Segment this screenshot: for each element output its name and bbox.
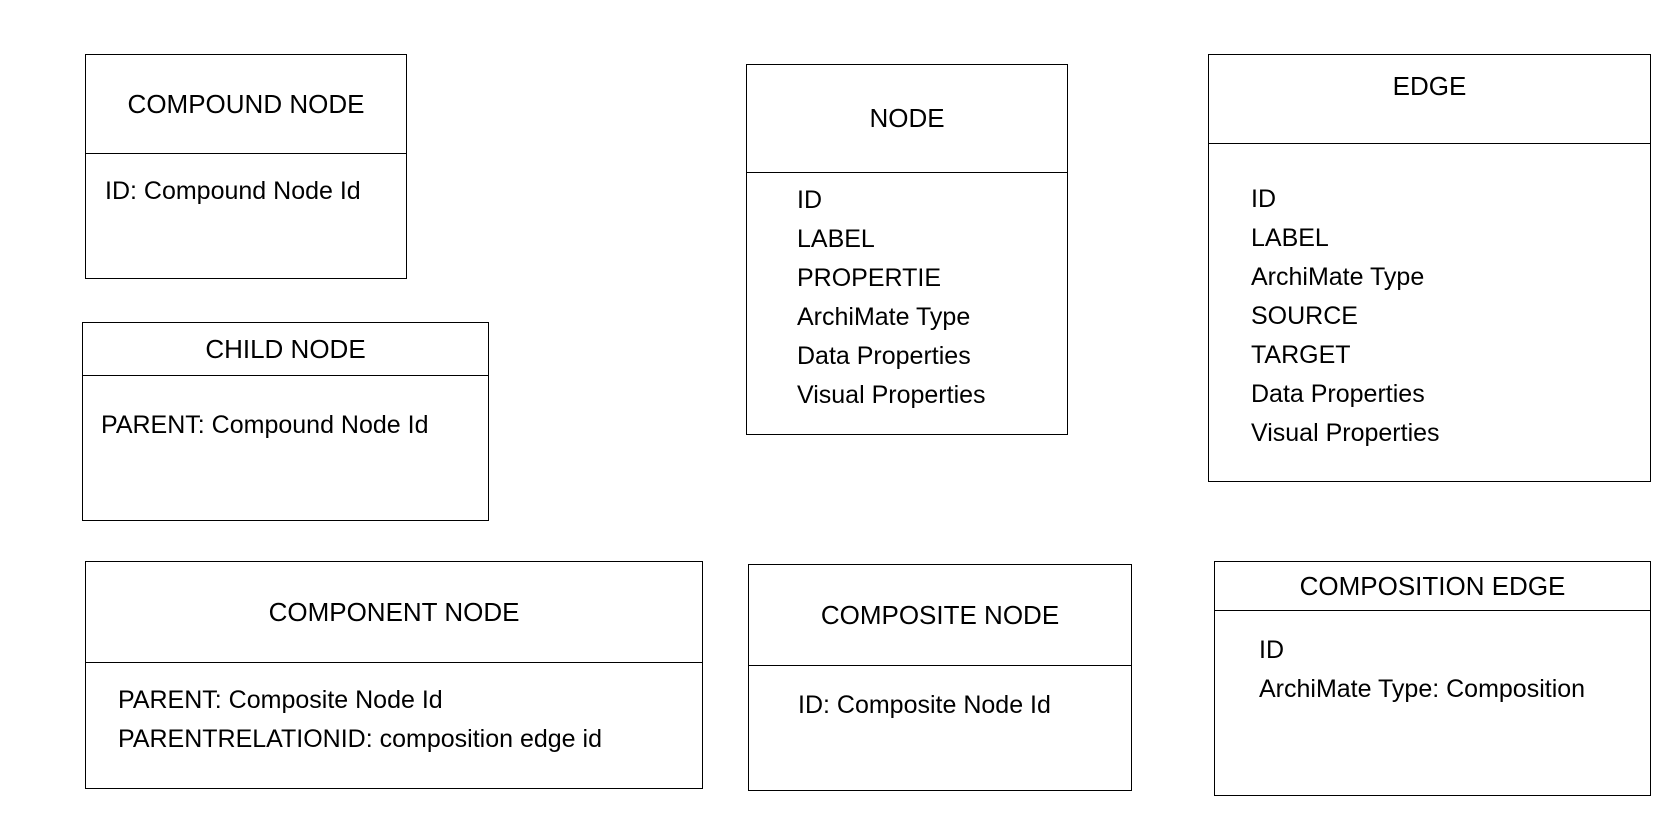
composition-edge-attributes: ID ArchiMate Type: Composition (1215, 611, 1650, 709)
edge-attr-source: SOURCE (1251, 302, 1358, 330)
node-box: NODE ID LABEL PROPERTIE ArchiMate Type D… (746, 64, 1068, 435)
edge-attr-target: TARGET (1251, 341, 1351, 369)
edge-attr-data-properties: Data Properties (1251, 380, 1425, 408)
node-attr-archimate-type: ArchiMate Type (797, 303, 971, 331)
node-attr-id: ID (797, 186, 822, 214)
node-attributes: ID LABEL PROPERTIE ArchiMate Type Data P… (747, 173, 1067, 415)
compound-node-attributes: ID: Compound Node Id (86, 154, 406, 211)
composite-node-title: COMPOSITE NODE (749, 565, 1131, 666)
composition-edge-box: COMPOSITION EDGE ID ArchiMate Type: Comp… (1214, 561, 1651, 796)
component-node-attr-parentrelationid: PARENTRELATIONID: composition edge id (118, 725, 602, 753)
compound-node-box: COMPOUND NODE ID: Compound Node Id (85, 54, 407, 279)
compound-node-attr-id: ID: Compound Node Id (105, 177, 361, 205)
component-node-attr-parent: PARENT: Composite Node Id (118, 686, 443, 714)
component-node-box: COMPONENT NODE PARENT: Composite Node Id… (85, 561, 703, 789)
composition-edge-title: COMPOSITION EDGE (1215, 562, 1650, 611)
composite-node-attributes: ID: Composite Node Id (749, 666, 1131, 725)
compound-node-title: COMPOUND NODE (86, 55, 406, 154)
edge-attributes: ID LABEL ArchiMate Type SOURCE TARGET Da… (1209, 144, 1650, 453)
node-attr-label: LABEL (797, 225, 875, 253)
composite-node-box: COMPOSITE NODE ID: Composite Node Id (748, 564, 1132, 791)
edge-attr-archimate-type: ArchiMate Type (1251, 263, 1425, 291)
composition-edge-attr-id: ID (1259, 636, 1284, 664)
edge-attr-visual-properties: Visual Properties (1251, 419, 1440, 447)
edge-attr-id: ID (1251, 185, 1276, 213)
child-node-box: CHILD NODE PARENT: Compound Node Id (82, 322, 489, 521)
edge-box: EDGE ID LABEL ArchiMate Type SOURCE TARG… (1208, 54, 1651, 482)
child-node-title: CHILD NODE (83, 323, 488, 376)
edge-attr-label: LABEL (1251, 224, 1329, 252)
composition-edge-attr-archimate-type: ArchiMate Type: Composition (1259, 675, 1586, 703)
child-node-attr-parent: PARENT: Compound Node Id (101, 411, 429, 439)
component-node-title: COMPONENT NODE (86, 562, 702, 663)
child-node-attributes: PARENT: Compound Node Id (83, 376, 488, 445)
node-attr-visual-properties: Visual Properties (797, 381, 986, 409)
edge-title: EDGE (1209, 55, 1650, 144)
node-attr-propertie: PROPERTIE (797, 264, 942, 292)
node-attr-data-properties: Data Properties (797, 342, 971, 370)
component-node-attributes: PARENT: Composite Node Id PARENTRELATION… (86, 663, 702, 759)
node-title: NODE (747, 65, 1067, 173)
composite-node-attr-id: ID: Composite Node Id (798, 691, 1051, 719)
